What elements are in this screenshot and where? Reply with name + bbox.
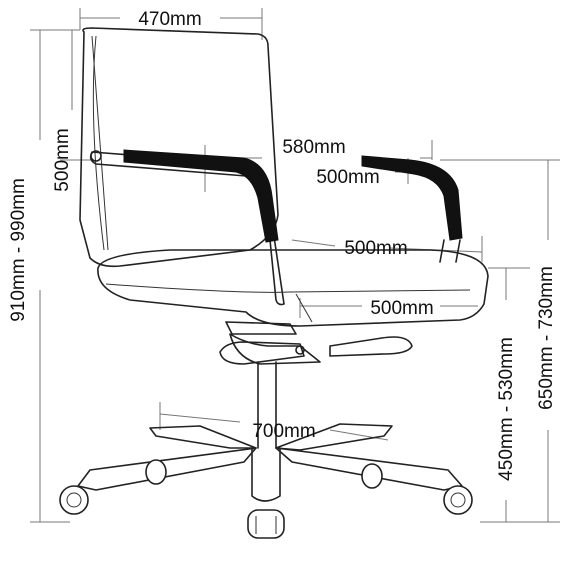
chair-right-armrest — [361, 155, 463, 263]
label-seat-back-width: 470mm — [138, 9, 201, 30]
label-overall-width: 580mm — [282, 137, 345, 158]
label-overall-height: 910mm - 990mm — [8, 178, 29, 322]
dimension-lines — [30, 8, 560, 523]
chair-mechanism — [219, 321, 413, 365]
chair-backrest — [79, 27, 279, 268]
label-seat-height: 450mm - 530mm — [496, 337, 517, 481]
label-arm-inner-width: 500mm — [316, 167, 379, 188]
chair-seat — [97, 249, 489, 327]
dimension-labels: 470mm 500mm 910mm - 990mm 580mm 500mm 50… — [8, 9, 557, 481]
chair-left-armrest — [89, 149, 285, 306]
label-base-diameter: 700mm — [252, 421, 315, 442]
chair-gas-lift — [257, 361, 277, 449]
label-seat-depth: 500mm — [344, 238, 407, 259]
label-backrest-height: 500mm — [52, 128, 73, 191]
label-arm-height: 650mm - 730mm — [536, 266, 557, 410]
chair-casters — [59, 459, 473, 539]
label-seat-width: 500mm — [370, 298, 433, 319]
